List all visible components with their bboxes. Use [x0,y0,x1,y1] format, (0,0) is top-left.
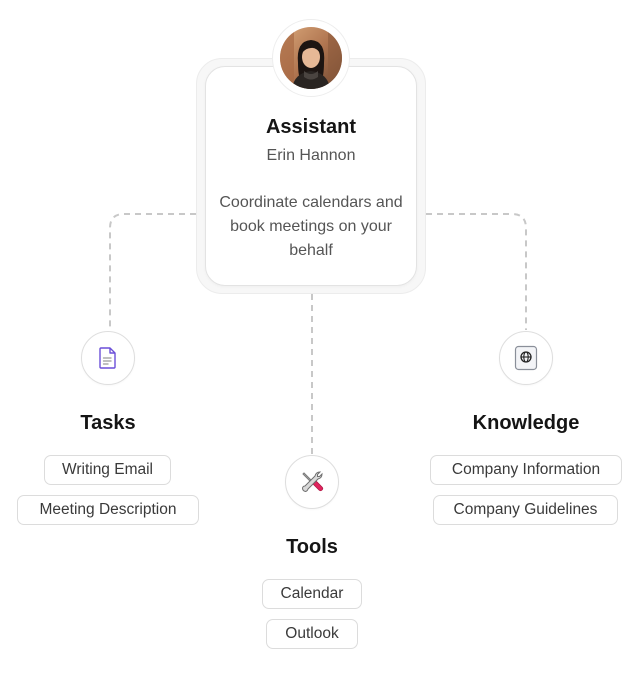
tool-chip-outlook[interactable]: Outlook [266,619,358,649]
avatar [280,27,342,89]
knowledge-title: Knowledge [472,412,580,434]
connector-tasks [109,213,196,330]
assistant-card[interactable] [205,66,417,286]
assistant-description: Coordinate calendars and book meetings o… [219,194,403,259]
knowledge-chip-company-guidelines[interactable]: Company Guidelines [433,495,618,525]
knowledge-icon-button[interactable] [499,331,553,385]
assistant-title: Assistant [265,116,357,138]
tasks-title: Tasks [80,412,136,434]
tools-icon-button[interactable] [285,455,339,509]
knowledge-chip-company-information[interactable]: Company Information [430,455,622,485]
assistant-name: Erin Hannon [266,147,356,164]
document-icon [99,347,116,369]
tool-chip-calendar[interactable]: Calendar [262,579,362,609]
connector-knowledge [426,213,527,330]
tools-title: Tools [286,536,338,558]
tools-icon [301,471,324,493]
tasks-icon-button[interactable] [81,331,135,385]
task-chip-meeting-description[interactable]: Meeting Description [17,495,199,525]
profile-photo-icon [280,27,342,89]
globe-icon [514,345,538,371]
task-chip-writing-email[interactable]: Writing Email [44,455,171,485]
